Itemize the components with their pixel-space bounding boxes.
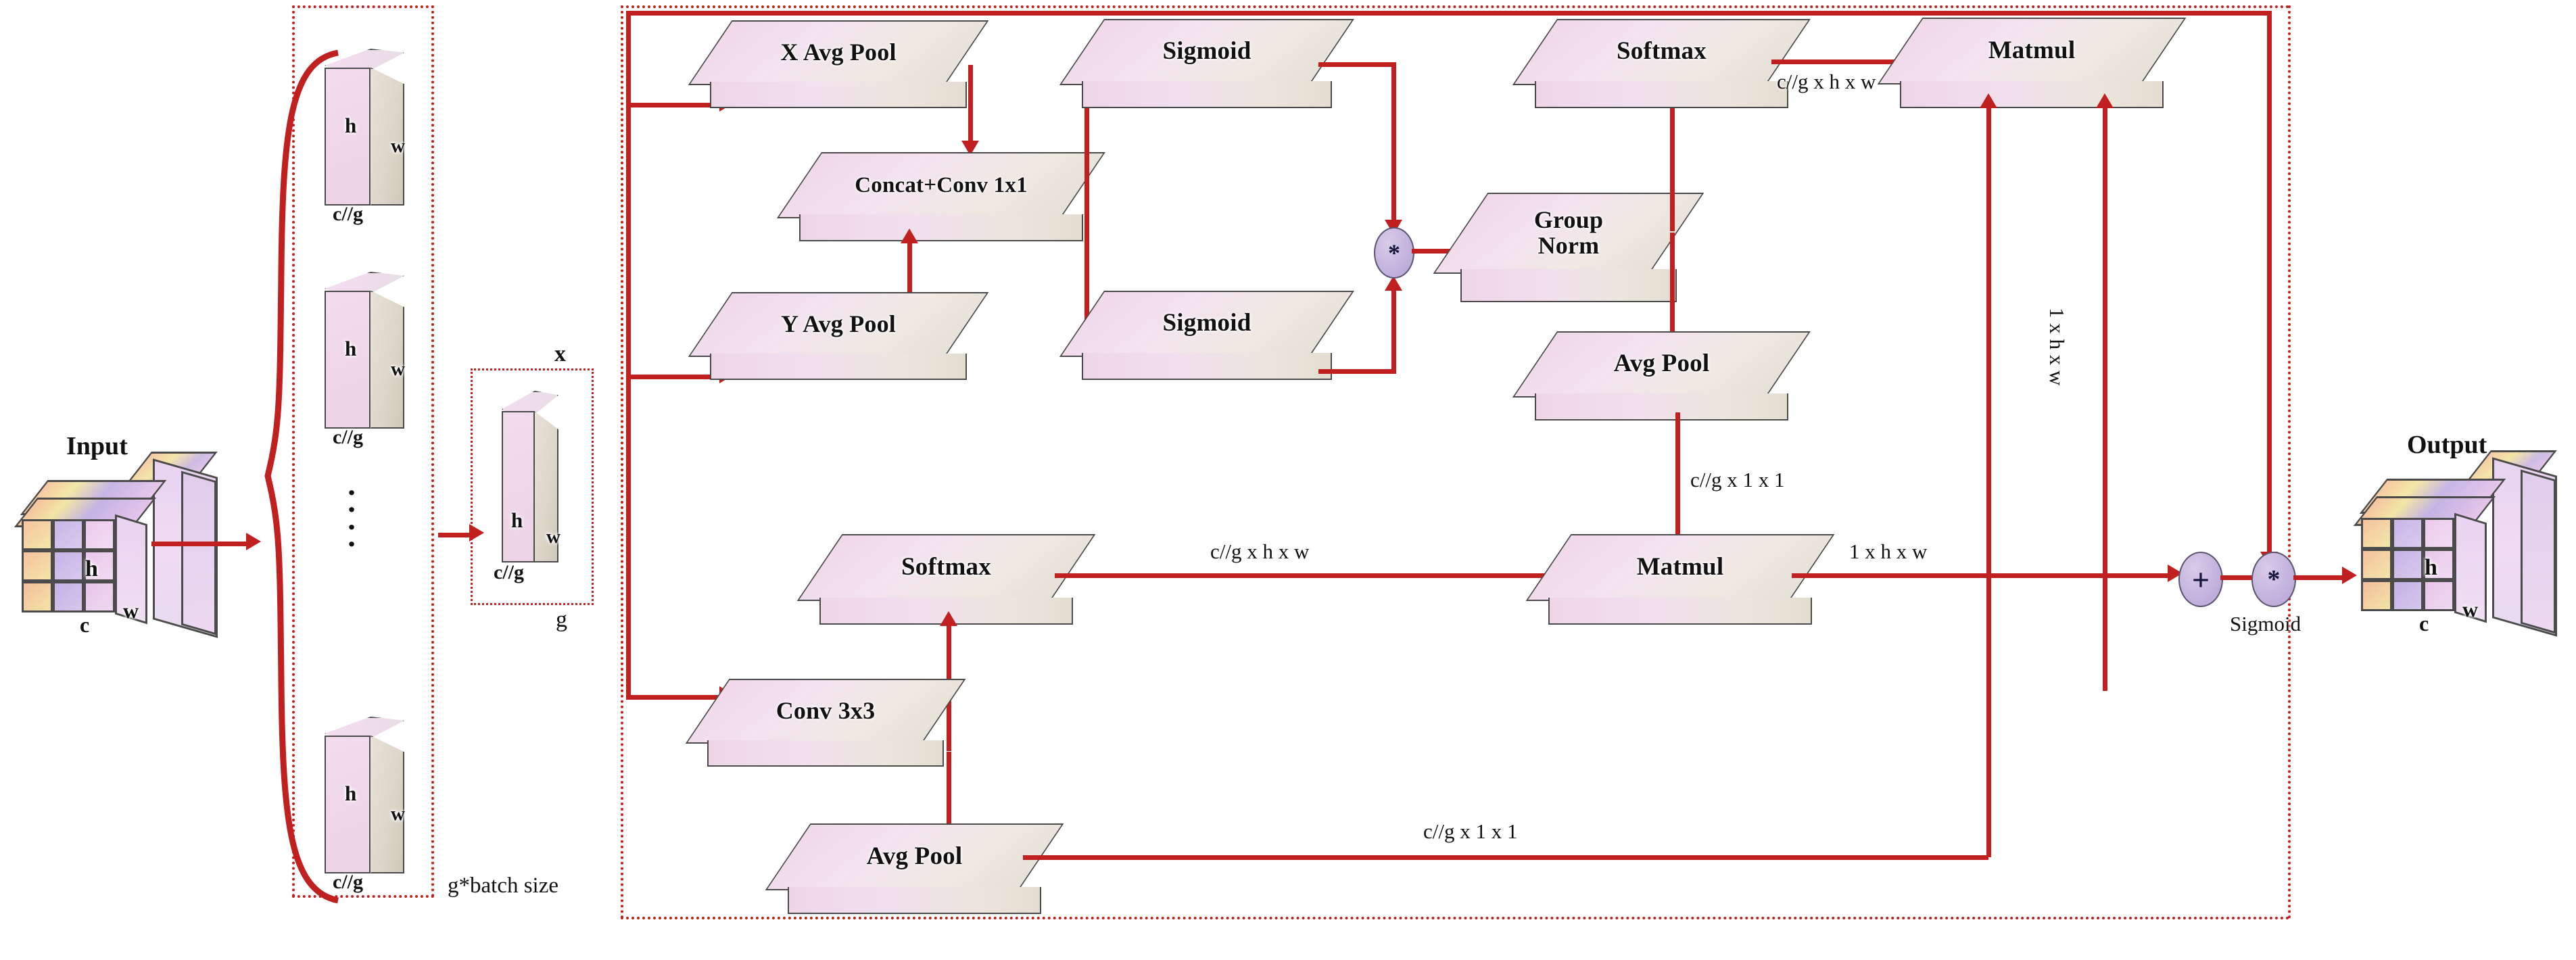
- group-slab-2-dim-h: h: [345, 337, 357, 360]
- x-slab-dim-w: w: [546, 526, 560, 548]
- input-dim-h: h: [85, 556, 98, 581]
- group-slab-1-dim-c: c//g: [333, 203, 363, 225]
- operator-add: +: [2178, 552, 2223, 607]
- output-title: Output: [2407, 431, 2487, 459]
- block-matmul-bottom[interactable]: Matmul: [1525, 534, 1835, 625]
- block-sigmoid-bottom[interactable]: Sigmoid: [1059, 291, 1354, 380]
- group-slab-3: [325, 717, 404, 873]
- block-group-norm[interactable]: Group Norm: [1433, 193, 1704, 302]
- operator-multiply-right-caption: Sigmoid: [2230, 612, 2301, 635]
- block-softmax-top[interactable]: Softmax: [1512, 19, 1811, 108]
- block-conv3x3[interactable]: Conv 3x3: [685, 679, 966, 767]
- group-batch-caption: g*batch size: [448, 873, 559, 898]
- group-brace: [264, 49, 339, 904]
- edge-label-1xhxw-vertical: 1 x h x w: [2045, 308, 2069, 386]
- group-slab-1-dim-h: h: [345, 114, 357, 137]
- group-slab-1: [325, 49, 404, 206]
- group-slab-3-dim-h: h: [345, 782, 357, 805]
- operator-multiply-mid-glyph: *: [1388, 239, 1400, 266]
- group-slab-2-dim-w: w: [391, 358, 405, 380]
- edge-label-softmax-matmul-top: c//g x h x w: [1777, 70, 1876, 93]
- block-avg-pool-mid[interactable]: Avg Pool: [1512, 331, 1811, 421]
- x-slab: [502, 391, 558, 562]
- block-matmul-top[interactable]: Matmul: [1877, 18, 2187, 108]
- input-dim-w: w: [123, 598, 139, 623]
- edge-label-matmul-add: 1 x h x w: [1849, 539, 1928, 563]
- edge-label-avgpool-bottom-right: c//g x 1 x 1: [1423, 819, 1518, 843]
- group-slab-3-dim-c: c//g: [333, 871, 363, 893]
- edge-label-softmax-matmul-bottom: c//g x h x w: [1210, 539, 1310, 563]
- block-x-avg-pool[interactable]: X Avg Pool: [688, 20, 989, 108]
- x-dashed-box: [471, 368, 594, 605]
- block-sigmoid-top[interactable]: Sigmoid: [1059, 19, 1354, 108]
- edge-label-avgpool-mid-down: c//g x 1 x 1: [1690, 468, 1785, 491]
- input-tensor-cube: h w c: [14, 452, 243, 642]
- input-dim-c: c: [80, 613, 90, 637]
- output-dim-w: w: [2462, 597, 2479, 621]
- group-slab-3-dim-w: w: [391, 803, 405, 825]
- g-box-label: g: [556, 607, 567, 632]
- output-tensor-cube: h w c: [2353, 450, 2576, 644]
- operator-multiply-right: *: [2251, 552, 2296, 607]
- operator-multiply-mid: *: [1374, 227, 1414, 279]
- block-concat-conv[interactable]: Concat+Conv 1x1: [777, 152, 1105, 241]
- main-module-dashed-box: [621, 5, 2291, 919]
- group-slab-2: [325, 272, 404, 429]
- output-dim-h: h: [2425, 555, 2437, 580]
- block-y-avg-pool[interactable]: Y Avg Pool: [688, 292, 989, 380]
- group-slabs-ellipsis: ····: [346, 475, 357, 561]
- x-slab-dim-c: c//g: [494, 561, 524, 583]
- output-dim-c: c: [2419, 611, 2429, 635]
- group-slab-2-dim-c: c//g: [333, 426, 363, 448]
- group-slab-1-dim-w: w: [391, 135, 405, 157]
- input-title: Input: [66, 432, 128, 460]
- group-slabs-dashed-box: [292, 5, 434, 898]
- x-box-label: x: [554, 341, 566, 366]
- block-avg-pool-bottom[interactable]: Avg Pool: [765, 823, 1064, 914]
- operator-add-glyph: +: [2191, 562, 2210, 597]
- x-slab-dim-h: h: [511, 508, 523, 532]
- operator-multiply-right-glyph: *: [2267, 565, 2281, 594]
